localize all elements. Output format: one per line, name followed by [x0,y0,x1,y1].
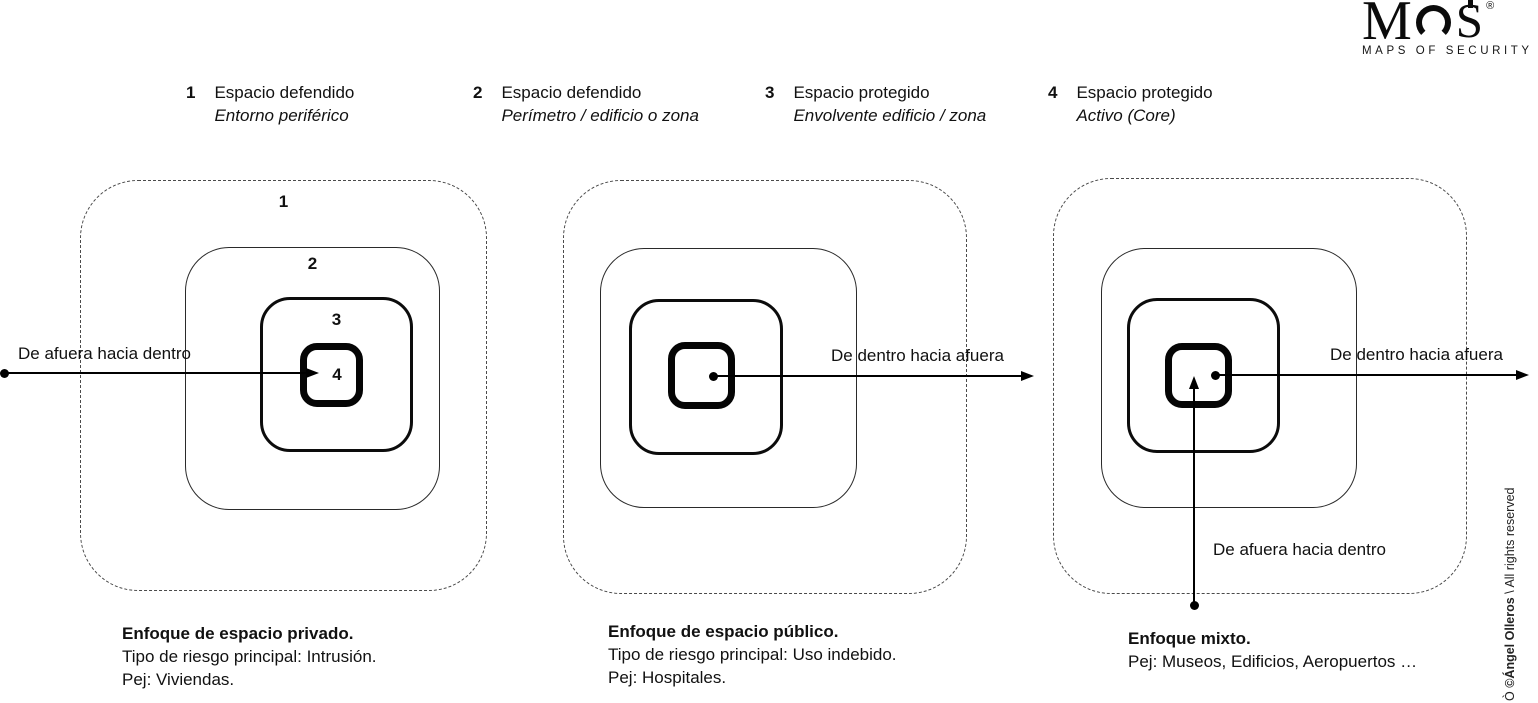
logo-letter-s-wrap: S [1456,0,1483,45]
legend-item-4: 4 Espacio protegido Activo (Core) [1048,81,1213,127]
d2-caption-title: Enfoque de espacio público. [608,622,839,641]
d3-caption: Enfoque mixto. Pej: Museos, Edificios, A… [1128,627,1417,673]
d1-ring-label-2: 2 [307,254,318,273]
d3-out-arrow-line [1217,374,1517,376]
legend-number: 4 [1048,83,1058,102]
d1-ring-label-3: 3 [331,310,342,329]
logo-s-bar-icon [1467,0,1473,8]
d2-caption: Enfoque de espacio público. Tipo de ries… [608,620,897,689]
legend-title: Espacio defendido [501,83,642,102]
d3-caption-title: Enfoque mixto. [1128,629,1251,648]
d3-arrowhead-right-icon [1516,369,1529,380]
d2-caption-risk: Tipo de riesgo principal: Uso indebido. [608,645,897,664]
legend-item-2: 2 Espacio defendido Perímetro / edificio… [473,81,699,127]
logo-letter-m: M [1362,0,1412,52]
mos-logo-letters: M S ® [1362,0,1532,52]
d3-out-arrow-start-dot [1211,371,1220,380]
d2-arrow-line [715,375,1022,377]
logo-open-ring-icon [1415,5,1451,40]
legend-subtitle: Perímetro / edificio o zona [501,106,699,125]
copyright-rights: \ All rights reserved [1503,487,1517,594]
d1-caption-title: Enfoque de espacio privado. [122,624,354,643]
d2-arrow-start-dot [709,372,718,381]
d1-ring-3 [260,297,413,452]
d3-in-arrow-label: De afuera hacia dentro [1213,540,1386,559]
d1-ring-2 [185,247,440,510]
d1-ring-1-perimeter [80,180,487,591]
copyright-notice: Ò ©Ángel Olleros \ All rights reserved [1503,431,1517,701]
d3-ring-1-perimeter [1053,178,1467,594]
d3-in-arrow-start-dot [1189,601,1199,610]
d3-caption-example: Pej: Museos, Edificios, Aeropuertos … [1128,652,1418,671]
logo-tagline: MAPS OF SECURITY [1362,45,1533,57]
registered-trademark-icon: ® [1486,0,1495,12]
legend-title: Espacio defendido [214,83,355,102]
d1-ring-label-1: 1 [278,192,289,211]
legend-subtitle: Entorno periférico [214,106,349,125]
copyright-logo-mark: Ò [1503,691,1517,701]
d3-in-arrow-line [1193,386,1195,605]
d1-ring-4-core [300,343,363,407]
d2-ring-3 [629,299,783,455]
legend-title: Espacio protegido [793,83,930,102]
d3-ring-2 [1101,248,1357,508]
legend-number: 2 [473,83,483,102]
legend-number: 3 [765,83,775,102]
d1-caption-example: Pej: Viviendas. [122,670,235,689]
d1-arrowhead-right-icon [306,367,319,378]
legend-subtitle: Activo (Core) [1076,106,1176,125]
d1-ring-label-4: 4 [332,365,342,384]
legend-title: Espacio protegido [1076,83,1213,102]
d1-arrow-line [4,372,306,374]
d1-arrow-label: De afuera hacia dentro [18,344,191,363]
legend-subtitle: Envolvente edificio / zona [793,106,987,125]
mos-logo: M S ® MAPS OF SECURITY [1362,0,1533,57]
copyright-author: ©Ángel Olleros [1503,597,1517,688]
d1-caption: Enfoque de espacio privado. Tipo de ries… [122,622,377,691]
d3-arrowhead-up-icon [1188,376,1199,389]
d2-arrow-label: De dentro hacia afuera [831,346,1004,365]
d1-caption-risk: Tipo de riesgo principal: Intrusión. [122,647,377,666]
d2-arrowhead-right-icon [1021,370,1034,381]
d3-out-arrow-label: De dentro hacia afuera [1330,345,1503,364]
legend-number: 1 [186,83,196,102]
legend-item-3: 3 Espacio protegido Envolvente edificio … [765,81,986,127]
d2-ring-2 [600,248,857,508]
d2-ring-1-perimeter [563,180,967,594]
legend-item-1: 1 Espacio defendido Entorno periférico [186,81,354,127]
d2-caption-example: Pej: Hospitales. [608,668,727,687]
